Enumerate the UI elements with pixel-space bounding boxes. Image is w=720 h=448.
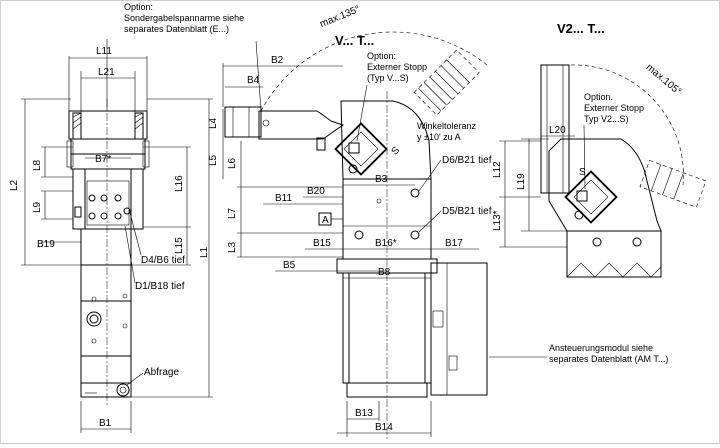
dim-B14: B14: [375, 422, 393, 433]
dim-L6: L6: [227, 157, 238, 169]
dim-L1: L1: [199, 246, 210, 258]
clamp-head: [72, 168, 144, 230]
external-stop-left: [334, 122, 388, 176]
note-hole-d6: D6/B21 tief: [442, 155, 492, 166]
note-option-fork-3: separates Datenblatt (E...): [124, 24, 229, 34]
dim-S-left: S: [390, 145, 403, 158]
dim-L12: L12: [492, 161, 503, 178]
dim-B20: B20: [307, 186, 325, 197]
note-query: Abfrage: [144, 367, 179, 378]
left-view: L11 L21 L2 L8 L9 B19 L16 L15 L1 B7*: [9, 2, 244, 433]
note-stop-v2-3: Typ V2...S): [584, 114, 629, 124]
dim-L13: L13*: [492, 210, 503, 231]
angle-left: max.135°: [318, 4, 361, 30]
dim-B1: B1: [99, 418, 112, 429]
title-right: V2... T...: [557, 21, 605, 36]
dim-L20: L20: [549, 125, 566, 136]
note-hole-d5: D5/B21 tief: [442, 206, 492, 217]
arm-upright: [540, 64, 570, 194]
note-stop-v2-1: Option.: [584, 92, 613, 102]
note-stop-v-2: Externer Stopp: [367, 62, 427, 72]
dim-L16: L16: [174, 175, 185, 192]
external-stop-right: [564, 170, 618, 224]
dim-L2: L2: [9, 179, 20, 191]
dim-B15: B15: [313, 238, 331, 249]
dim-B19: B19: [37, 239, 55, 250]
note-option-fork-1: Option:: [124, 2, 153, 12]
dim-L5: L5: [208, 154, 219, 166]
center-view: V... T... max.135° S: [208, 4, 668, 441]
dim-B2: B2: [271, 55, 284, 66]
dim-L21: L21: [98, 67, 115, 78]
note-option-fork-2: Sondergabelspannarme siehe: [124, 13, 244, 23]
dim-B5: B5: [283, 260, 296, 271]
note-tolerance-1: Winkeltoleranz: [417, 121, 477, 131]
dim-S-right: S: [579, 167, 586, 178]
dim-B4: B4: [247, 75, 260, 86]
note-stop-v2-2: Externer Stopp: [584, 103, 644, 113]
dim-B13: B13: [355, 408, 373, 419]
dim-L19: L19: [516, 173, 527, 190]
dim-B16: B16*: [375, 238, 397, 249]
note-stop-v-3: (Typ V...S): [367, 73, 409, 83]
dim-B3: B3: [375, 174, 388, 185]
dim-B8: B8: [378, 267, 391, 278]
dim-L7: L7: [227, 207, 238, 219]
control-module: [430, 262, 488, 396]
dim-L8: L8: [32, 159, 43, 171]
note-stop-v-1: Option:: [367, 51, 396, 61]
clamp-arm: [258, 110, 345, 140]
right-view: V2... T... max.105° S L20 L19: [492, 21, 707, 278]
dim-B11: B11: [275, 193, 292, 204]
note-tolerance-2: y ±10' zu A: [417, 132, 461, 142]
head-housing: [340, 100, 432, 180]
dim-L4: L4: [208, 117, 219, 129]
dim-L15: L15: [174, 237, 185, 254]
note-module-1: Ansteuerungsmodul siehe: [549, 343, 653, 353]
dim-L11: L11: [96, 46, 112, 57]
note-hole-d4: D4/B6 tief: [141, 255, 185, 266]
dim-B7: B7*: [95, 154, 111, 165]
dim-L9: L9: [32, 201, 43, 213]
note-module-2: separates Datenblatt (AM T...): [549, 354, 668, 364]
dim-B17: B17: [445, 238, 463, 249]
datum-A: A: [322, 215, 329, 226]
angle-right: max.105°: [644, 62, 684, 98]
note-hole-d1: D1/B18 tief: [135, 281, 185, 292]
dim-L3: L3: [227, 241, 238, 253]
title-left: V... T...: [335, 33, 374, 48]
